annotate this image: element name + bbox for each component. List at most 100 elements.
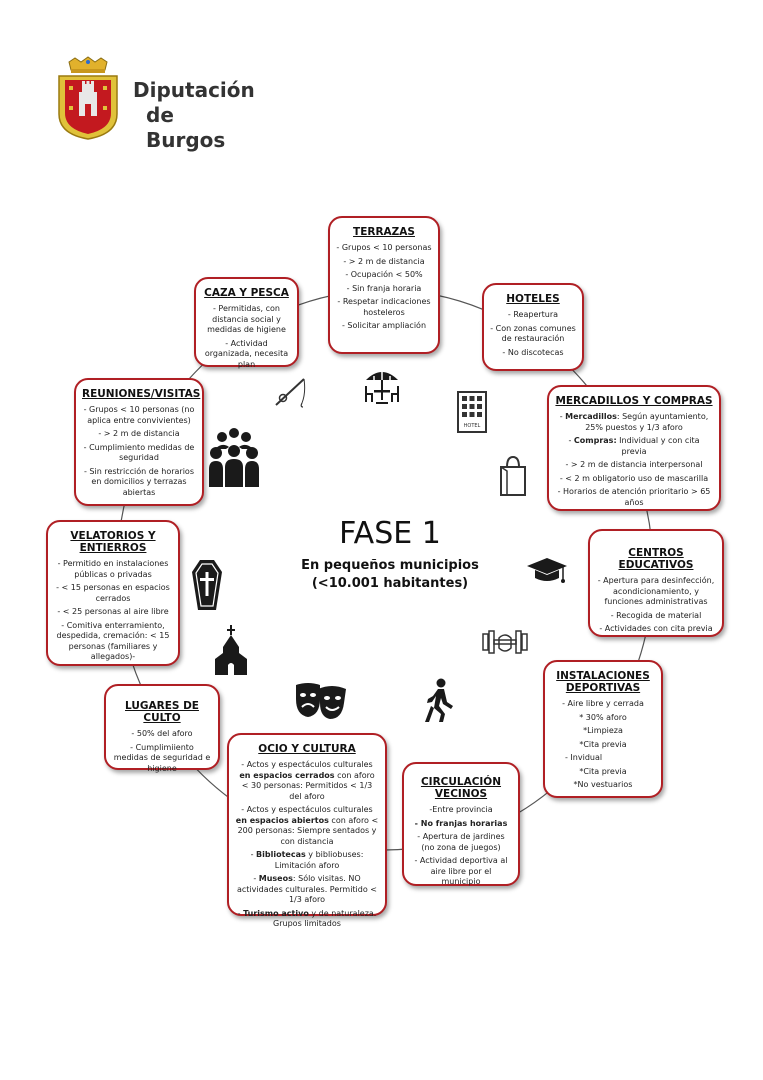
item-text: - [250,850,257,859]
box-item: - Cumplimiento medidas de seguridad [83,442,195,463]
box-item: *Cita previa [579,766,627,776]
box-item: - Compras: Individual y con cita previa [568,436,700,456]
box-title: TERRAZAS [353,226,415,238]
church-icon [215,625,247,675]
coat-of-arms-icon [58,56,118,140]
phase-subtitle-1: En pequeños municipios [301,558,479,573]
box-item: - Invidual [565,753,603,762]
box-item: -Entre provincia [429,805,493,814]
phase-title: FASE 1 [339,516,441,551]
item-text: : Según ayuntamiento, 25% puestos y 1/3 … [585,412,709,432]
box-item: - Sin restricción de horarios en domicil… [84,466,194,497]
box-item: - < 25 personas al aire libre [57,607,169,616]
box-item: - Aire libre y cerrada [562,699,644,708]
box-reuniones-visitas: REUNIONES/VISITAS - Grupos < 10 personas… [74,378,204,506]
box-item: - Permitidas, con distancia social y med… [207,304,286,334]
box-item: - Actividad deportiva al aire libre por … [414,856,508,886]
box-item: * 30% aforo [579,712,627,722]
box-item: - < 2 m obligatorio uso de mascarilla [559,473,709,483]
box-item: - Horarios de atención prioritario > 65 … [557,487,711,507]
svg-text:HOTEL: HOTEL [464,423,481,429]
box-hoteles: HOTELES - Reapertura - Con zonas comunes… [482,283,584,371]
box-lugares-culto: LUGARES DE CULTO - 50% del aforo - Cumpl… [104,684,220,773]
bold-text: Bibliotecas [256,850,306,859]
hotel-icon: HOTEL [457,391,487,433]
box-item: - Permitido en instalaciones públicas o … [57,559,169,579]
box-item: - Actividades con cita previa [599,624,713,633]
box-item: - Turismo activo y de naturaleza. Grupos… [235,909,379,930]
bold-text: Compras: [573,436,617,445]
box-item: - Respetar indicaciones hosteleros [337,297,431,317]
dumbbell-icon [482,630,528,654]
box-title: CIRCULACIÓN VECINOS [420,776,502,800]
crowd-icon [209,428,259,487]
box-item: - No franjas horarias [410,819,512,830]
item-text: con aforo < 200 personas: Siempre sentad… [237,815,379,846]
box-title: REUNIONES/VISITAS [82,388,201,400]
box-item: - 50% del aforo [131,729,193,738]
box-item: - Actos y espectáculos culturales en esp… [235,760,379,802]
box-item: - Grupos < 10 personas [336,243,432,252]
box-title: OCIO Y CULTURA [258,743,356,755]
item-text: y bibliobuses: Limitación aforo [274,850,364,870]
bold-text: Museos [258,874,293,883]
item-text: : Sólo visitas. NO actividades culturale… [237,874,377,904]
item-text: - Actos y espectáculos culturales [241,805,373,814]
box-title: INSTALACIONES DEPORTIVAS [556,670,650,694]
logo-line-1: Diputación [133,78,255,102]
coffin-icon [192,560,222,610]
box-item: - < 15 personas en espacios cerrados [56,583,170,603]
walking-person-icon [425,678,453,722]
box-item: - Actividad organizada, necesita plan [204,338,289,369]
box-ocio-cultura: OCIO Y CULTURA - Actos y espectáculos cu… [227,733,387,928]
box-title: LUGARES DE CULTO [125,700,199,724]
box-title: CAZA Y PESCA [204,287,289,299]
diputacion-logo: Diputación de Burgos [55,56,255,152]
box-title: MERCADILLOS Y COMPRAS [555,395,713,407]
box-item: - Bibliotecas y bibliobuses: Limitación … [235,850,379,871]
fishing-rod-icon [275,378,306,408]
box-item: *Limpieza [583,726,623,735]
box-circulacion-vecinos: CIRCULACIÓN VECINOS -Entre provincia - N… [402,762,520,886]
item-text: Individual y con cita previa [616,436,700,456]
box-terrazas: TERRAZAS - Grupos < 10 personas - > 2 m … [328,216,440,354]
bold-text: Mercadillos [565,412,617,421]
box-item: - No discotecas [502,347,564,357]
box-item: - Con zonas comunes de restauración [490,323,576,344]
box-caza-pesca: CAZA Y PESCA - Permitidas, con distancia… [194,277,299,369]
box-item: *Cita previa [579,739,627,749]
box-item: *No vestuarios [573,780,633,789]
box-item: - > 2 m de distancia interpersonal [565,460,703,469]
logo-line-2: de Burgos [146,103,226,152]
box-title: CENTROS EDUCATIVOS [618,547,694,571]
box-item: - Museos: Sólo visitas. NO actividades c… [235,874,379,906]
logo-title: Diputación de Burgos [133,78,255,153]
bold-text: Turismo activo [243,908,309,918]
box-velatorios-entierros: VELATORIOS Y ENTIERROS - Permitido en in… [46,520,180,666]
bold-text: en espacios cerrados [239,770,335,780]
item-text: y de naturaleza. Grupos limitados [273,908,377,929]
box-item: - Actos y espectáculos culturales en esp… [235,805,379,847]
box-title: VELATORIOS Y ENTIERROS [70,530,156,554]
terrace-table-icon [365,370,399,404]
item-text: con aforo < 30 personas: Permitidos < 1/… [241,770,375,801]
bold-text: en espacios abiertos [235,815,329,825]
box-item: - Comitiva enterramiento, despedida, cre… [56,620,170,662]
graduation-cap-icon [527,558,567,583]
bold-text: - No franjas horarias [414,818,508,828]
box-item: - Reapertura [507,310,559,319]
box-item: - Ocupación < 50% [345,270,423,279]
theater-masks-icon [296,683,346,719]
box-mercadillos: MERCADILLOS Y COMPRAS - Mercadillos: Seg… [547,385,721,511]
item-text: - [253,874,259,883]
box-item: - > 2 m de distancia [343,256,425,266]
phase-center-label: FASE 1 En pequeños municipios (<10.001 h… [280,515,500,593]
item-text: - Actos y espectáculos culturales [241,760,373,769]
box-item: - Apertura de jardines (no zona de juego… [417,832,505,852]
item-text: - [237,908,244,918]
box-item: - Grupos < 10 personas (no aplica entre … [83,405,195,425]
box-instalaciones-deportivas: INSTALACIONES DEPORTIVAS - Aire libre y … [543,660,663,798]
box-centros-educativos: CENTROS EDUCATIVOS - Apertura para desin… [588,529,724,637]
phase-subtitle-2: (<10.001 habitantes) [311,576,469,591]
box-item: - Recogida de material [610,610,702,620]
